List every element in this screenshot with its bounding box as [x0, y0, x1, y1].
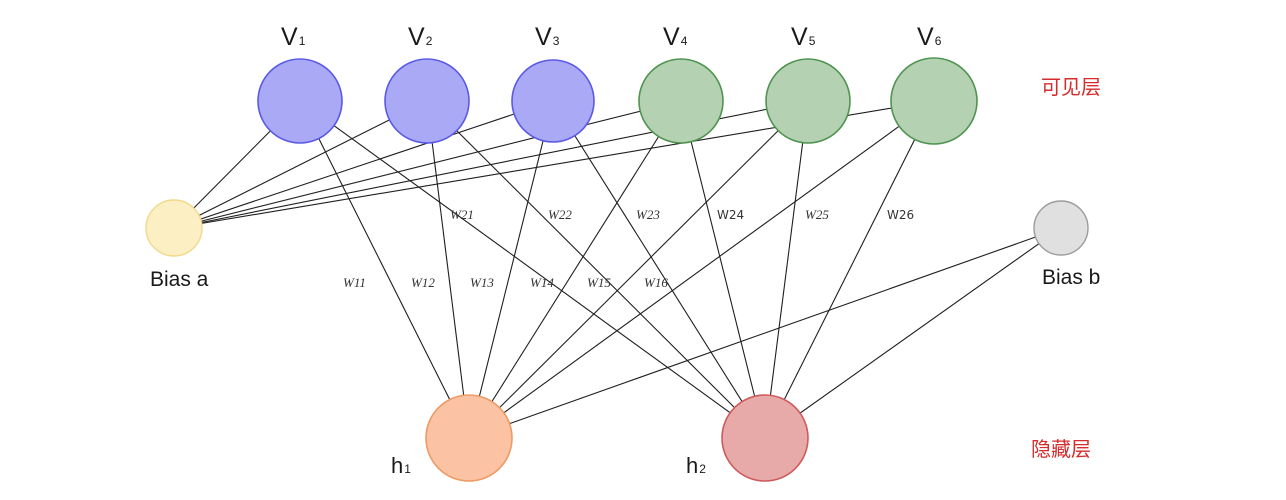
label-bias-a: Bias a — [150, 268, 209, 291]
label-v1: V1 — [281, 23, 306, 51]
node-v5 — [765, 58, 851, 144]
edge-v2-h2 — [426, 100, 766, 439]
edge-v1-h1 — [299, 100, 470, 439]
label-v3: V3 — [535, 23, 560, 51]
edge-bias_a-v2 — [173, 100, 428, 229]
weight-w23: W23 — [636, 207, 660, 222]
edge-v4-h2 — [680, 100, 766, 439]
edge-v2-h1 — [426, 100, 470, 439]
hidden-layer-label: 隐藏层 — [1031, 437, 1091, 461]
label-v4: V4 — [663, 23, 688, 51]
label-h2: h2 — [686, 453, 706, 478]
edge-v3-h1 — [468, 100, 554, 439]
weight-w26: W26 — [887, 208, 914, 222]
node-v6 — [890, 57, 978, 145]
weight-w14: W14 — [530, 275, 554, 290]
node-v1 — [257, 58, 343, 144]
label-bias-b: Bias b — [1042, 266, 1100, 289]
edge-v6-h1 — [468, 100, 935, 439]
label-v2: V2 — [408, 23, 433, 51]
node-v2 — [384, 58, 470, 144]
visible-layer-label: 可见层 — [1041, 75, 1101, 99]
node-v4 — [638, 58, 724, 144]
edge-bias_a-v3 — [173, 100, 554, 229]
edge-bias_b-h2 — [764, 227, 1062, 439]
edges-group — [173, 100, 1062, 439]
weight-w13: W13 — [470, 275, 494, 290]
label-v6: V6 — [917, 23, 942, 51]
label-v5: V5 — [791, 23, 816, 51]
edge-v3-h2 — [552, 100, 766, 439]
edge-bias_a-v4 — [173, 100, 682, 229]
edge-v1-h2 — [299, 100, 766, 439]
weight-w22: W22 — [548, 207, 572, 222]
node-v3 — [511, 59, 595, 143]
weight-w24: W24 — [717, 208, 744, 222]
weight-w15: W15 — [587, 275, 611, 290]
weight-w12: W12 — [411, 275, 435, 290]
edge-v4-h1 — [468, 100, 682, 439]
edge-v5-h1 — [468, 100, 809, 439]
weight-w16: W16 — [644, 275, 668, 290]
edge-v6-h2 — [764, 100, 935, 439]
node-h1 — [425, 394, 513, 482]
edge-bias_b-h1 — [468, 227, 1062, 439]
node-bias-b — [1033, 200, 1089, 256]
weight-w25: W25 — [805, 207, 829, 222]
node-bias-a — [145, 199, 203, 257]
weight-w21: W21 — [450, 207, 474, 222]
label-h1: h1 — [391, 453, 411, 478]
node-h2 — [721, 394, 809, 482]
weight-w11: W11 — [343, 275, 366, 290]
edge-v5-h2 — [764, 100, 809, 439]
